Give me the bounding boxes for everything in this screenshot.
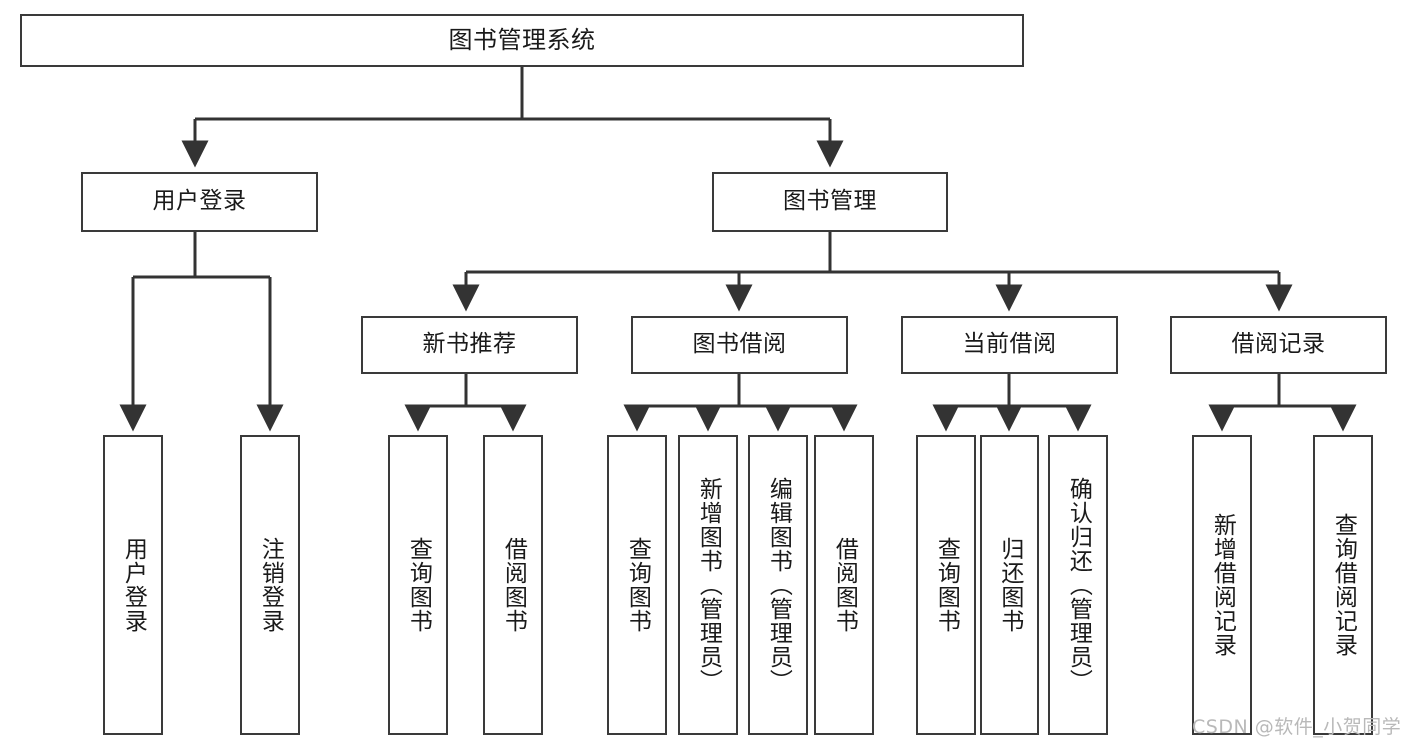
node-book-borrow-label: 图书借阅 xyxy=(692,331,787,358)
node-leaf-query-record-label: 查询借阅记录 xyxy=(1330,513,1357,657)
node-leaf-return-book-label: 归还图书 xyxy=(996,537,1023,633)
node-leaf-return-book[interactable]: 归还图书 xyxy=(980,435,1039,735)
node-leaf-confirm-return[interactable]: 确认归还（管理员） xyxy=(1048,435,1108,735)
node-leaf-query-book-2-label: 查询图书 xyxy=(624,537,651,633)
node-leaf-query-book-2[interactable]: 查询图书 xyxy=(607,435,667,735)
node-borrow-record[interactable]: 借阅记录 xyxy=(1170,316,1387,374)
csdn-watermark: CSDN @软件_小贺同学 xyxy=(1192,716,1402,738)
node-leaf-user-login-label: 用户登录 xyxy=(120,537,147,633)
node-leaf-edit-book-label: 编辑图书（管理员） xyxy=(765,477,792,693)
node-leaf-query-book-3[interactable]: 查询图书 xyxy=(916,435,976,735)
node-leaf-borrow-book-1[interactable]: 借阅图书 xyxy=(483,435,543,735)
node-root-system[interactable]: 图书管理系统 xyxy=(20,14,1024,67)
node-leaf-user-login[interactable]: 用户登录 xyxy=(103,435,163,735)
node-leaf-query-book-1-label: 查询图书 xyxy=(405,537,432,633)
node-user-login-label: 用户登录 xyxy=(152,188,247,215)
node-borrow-record-label: 借阅记录 xyxy=(1231,331,1326,358)
node-user-login[interactable]: 用户登录 xyxy=(81,172,318,232)
node-new-book-recommend[interactable]: 新书推荐 xyxy=(361,316,578,374)
node-leaf-add-book-label: 新增图书（管理员） xyxy=(695,477,722,693)
node-leaf-add-book[interactable]: 新增图书（管理员） xyxy=(678,435,738,735)
node-book-management-label: 图书管理 xyxy=(783,188,877,215)
node-leaf-query-book-1[interactable]: 查询图书 xyxy=(388,435,448,735)
node-book-borrow[interactable]: 图书借阅 xyxy=(631,316,848,374)
node-root-system-label: 图书管理系统 xyxy=(448,26,596,55)
node-leaf-query-book-3-label: 查询图书 xyxy=(933,537,960,633)
node-leaf-add-record-label: 新增借阅记录 xyxy=(1209,513,1236,657)
node-leaf-query-record[interactable]: 查询借阅记录 xyxy=(1313,435,1373,735)
node-leaf-confirm-return-label: 确认归还（管理员） xyxy=(1065,477,1092,693)
node-current-borrow-label: 当前借阅 xyxy=(962,331,1057,358)
node-leaf-add-record[interactable]: 新增借阅记录 xyxy=(1192,435,1252,735)
node-book-management[interactable]: 图书管理 xyxy=(712,172,948,232)
node-leaf-logout-login[interactable]: 注销登录 xyxy=(240,435,300,735)
node-leaf-borrow-book-1-label: 借阅图书 xyxy=(500,537,527,633)
node-leaf-edit-book[interactable]: 编辑图书（管理员） xyxy=(748,435,808,735)
node-leaf-logout-login-label: 注销登录 xyxy=(257,537,284,633)
node-new-book-recommend-label: 新书推荐 xyxy=(422,331,517,358)
node-current-borrow[interactable]: 当前借阅 xyxy=(901,316,1118,374)
node-leaf-borrow-book-2[interactable]: 借阅图书 xyxy=(814,435,874,735)
node-leaf-borrow-book-2-label: 借阅图书 xyxy=(831,537,858,633)
